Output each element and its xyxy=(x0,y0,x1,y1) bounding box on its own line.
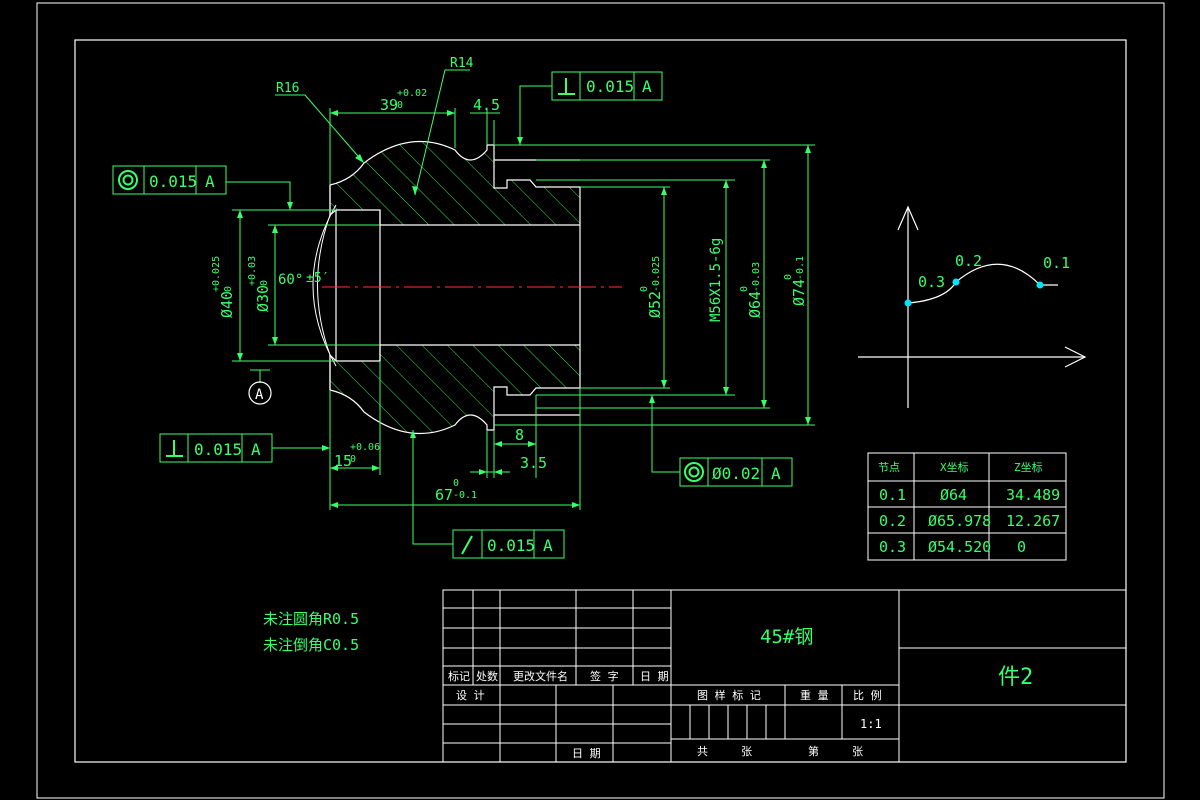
upper-wall xyxy=(329,140,581,226)
dim-15-tol-up: +0.06 xyxy=(350,442,380,453)
coord-r3-x: Ø54.520 xyxy=(928,538,991,556)
node-0-3-label: 0.3 xyxy=(918,273,945,291)
coord-r2-z: 12.267 xyxy=(1006,512,1060,530)
dim-d64-tol-up: 0 xyxy=(739,286,750,292)
part-section xyxy=(312,140,581,435)
dim-39-tol-low: 0 xyxy=(397,100,403,111)
tol-frame-2-datum: A xyxy=(205,172,215,191)
node-0-3 xyxy=(904,299,912,307)
dim-15-tol-low: 0 xyxy=(350,454,356,465)
dim-d30: Ø30 xyxy=(254,285,272,312)
dim-39: 39 xyxy=(380,96,398,114)
node-0-2-label: 0.2 xyxy=(955,252,982,270)
sheets-total: 共 张 xyxy=(697,745,752,758)
coord-r1-node: 0.1 xyxy=(879,486,906,504)
date-label: 日 期 xyxy=(572,747,601,760)
rev-header-count: 处数 xyxy=(476,670,498,683)
dim-3-5: 3.5 xyxy=(520,454,547,472)
dimension-texts: R16 R14 39 +0.02 0 4.5 60° ±5′ Ø40 +0.02… xyxy=(211,56,808,504)
inner-frame xyxy=(74,39,1127,763)
coord-table-text: 节点 X坐标 Z坐标 0.1 Ø64 34.489 0.2 Ø65.978 12… xyxy=(878,460,1060,556)
note-chamfer: 未注倒角C0.5 xyxy=(263,636,359,654)
dim-39-tol-up: +0.02 xyxy=(397,88,427,99)
weight-label: 重 量 xyxy=(800,688,829,702)
profile-sketch xyxy=(858,205,1087,408)
outer-border xyxy=(36,2,1165,799)
datum-a-circle xyxy=(248,381,272,405)
coord-r1-x: Ø64 xyxy=(940,486,967,504)
dim-m56: M56X1.5-6g xyxy=(708,238,724,322)
tol-frame-5-value: 0.015 xyxy=(487,536,535,555)
rev-header-file: 更改文件名 xyxy=(513,669,568,683)
arrowheads xyxy=(237,110,811,508)
coord-r3-z: 0 xyxy=(1017,538,1026,556)
dim-d30-tol-low: 0 xyxy=(259,280,270,286)
node-0-1 xyxy=(1036,281,1044,289)
dim-d64: Ø64 xyxy=(746,291,764,318)
rev-header-mark: 标记 xyxy=(448,669,470,683)
dim-67-tol-up: 0 xyxy=(453,478,459,489)
tolerance-frames xyxy=(112,71,793,559)
tolerance-texts: 0.015 A 0.015 A 0.015 A Ø0.02 A 0.015 A xyxy=(149,77,781,555)
title-block xyxy=(442,589,1127,763)
dim-4-5: 4.5 xyxy=(473,96,500,114)
rev-header-sign: 签 字 xyxy=(590,669,619,683)
coord-r2-node: 0.2 xyxy=(879,512,906,530)
r14-label: R14 xyxy=(450,56,474,71)
tol-frame-3-value: 0.015 xyxy=(194,440,242,459)
stage-label: 图 样 标 记 xyxy=(697,688,761,702)
dim-d30-tol-up: +0.03 xyxy=(247,256,258,286)
coord-header-node: 节点 xyxy=(878,461,900,474)
dimension-lines xyxy=(226,69,815,545)
dim-pm5: ±5′ xyxy=(306,271,329,286)
dim-d64-tol-low: -0.03 xyxy=(751,262,762,292)
rev-header-date: 日 期 xyxy=(640,670,669,683)
dim-d40: Ø40 xyxy=(218,291,236,318)
dim-d52: Ø52 xyxy=(646,291,664,318)
dim-8: 8 xyxy=(515,426,524,444)
dim-67: 67 xyxy=(435,486,453,504)
tol-frame-4-datum: A xyxy=(771,464,781,483)
tol-frame-3-datum: A xyxy=(251,440,261,459)
tol-frame-1-datum: A xyxy=(642,77,652,96)
dim-d74: Ø74 xyxy=(790,279,808,306)
dim-d40-tol-up: +0.025 xyxy=(211,256,222,292)
dim-d74-tol-low: -0.1 xyxy=(795,256,806,280)
node-0-2 xyxy=(952,278,960,286)
tol-frame-1-value: 0.015 xyxy=(586,77,634,96)
sheet-number: 第 张 xyxy=(808,744,863,758)
r16-label: R16 xyxy=(276,81,299,96)
ratio-label: 比 例 xyxy=(853,688,882,702)
tol-frame-5-datum: A xyxy=(543,536,553,555)
coord-r2-x: Ø65.978 xyxy=(928,512,991,530)
lower-wall xyxy=(329,344,581,435)
part-name: 件2 xyxy=(998,665,1033,690)
node-0-1-label: 0.1 xyxy=(1043,254,1070,272)
dim-d52-tol-up: 0 xyxy=(639,286,650,292)
coord-r1-z: 34.489 xyxy=(1006,486,1060,504)
design-label: 设 计 xyxy=(456,689,485,702)
coord-r3-node: 0.3 xyxy=(879,538,906,556)
ratio-value: 1:1 xyxy=(860,717,882,731)
datum-a-label: A xyxy=(255,387,264,403)
dim-60: 60° xyxy=(278,272,303,288)
coord-table xyxy=(867,452,1067,561)
dim-d52-tol-low: -0.025 xyxy=(651,256,662,292)
coord-header-z: Z坐标 xyxy=(1014,460,1043,474)
material: 45#钢 xyxy=(760,626,813,648)
tol-frame-2-value: 0.015 xyxy=(149,172,197,191)
title-block-text: 45#钢 件2 标记 处数 更改文件名 签 字 日 期 设 计 日 期 图 样 … xyxy=(448,626,1033,760)
note-fillet: 未注圆角R0.5 xyxy=(263,610,359,628)
dim-15: 15 xyxy=(334,452,352,470)
coord-header-x: X坐标 xyxy=(940,460,969,474)
dim-67-tol-low: -0.1 xyxy=(453,490,477,501)
dim-d40-tol-low: 0 xyxy=(223,286,234,292)
dim-d74-tol-up: 0 xyxy=(783,274,794,280)
tol-frame-4-value: Ø0.02 xyxy=(712,464,760,483)
